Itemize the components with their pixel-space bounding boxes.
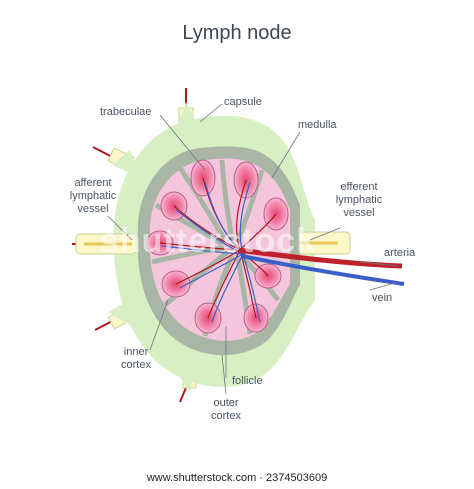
label-afferent-lymphatic-vessel: afferent lymphatic vessel: [69, 177, 117, 215]
label-outer-cortex: outer cortex: [211, 397, 241, 422]
label-medulla: medulla: [298, 119, 337, 131]
source-bar: [0, 465, 474, 489]
label-vein: vein: [372, 292, 393, 304]
vein-vessel: [241, 254, 405, 286]
source-text: www.shutterstock.com · 2374503609: [146, 472, 328, 484]
diagram-title: Lymph node: [182, 22, 292, 44]
arteria-vessel: [237, 247, 403, 269]
label-efferent-lymphatic-vessel: efferent lymphatic vessel: [335, 181, 383, 219]
internal-vessels: [159, 177, 277, 323]
watermark-text: shutterstock: [100, 222, 317, 260]
afferent-vessel-left: [75, 233, 137, 255]
label-capsule: capsule: [224, 96, 262, 108]
label-arteria: arteria: [384, 247, 416, 259]
label-follicle: follicle: [232, 375, 263, 387]
label-inner-cortex: inner cortex: [121, 346, 151, 371]
leader-lines: [107, 103, 399, 395]
label-trabeculae: trabeculae: [100, 106, 152, 118]
